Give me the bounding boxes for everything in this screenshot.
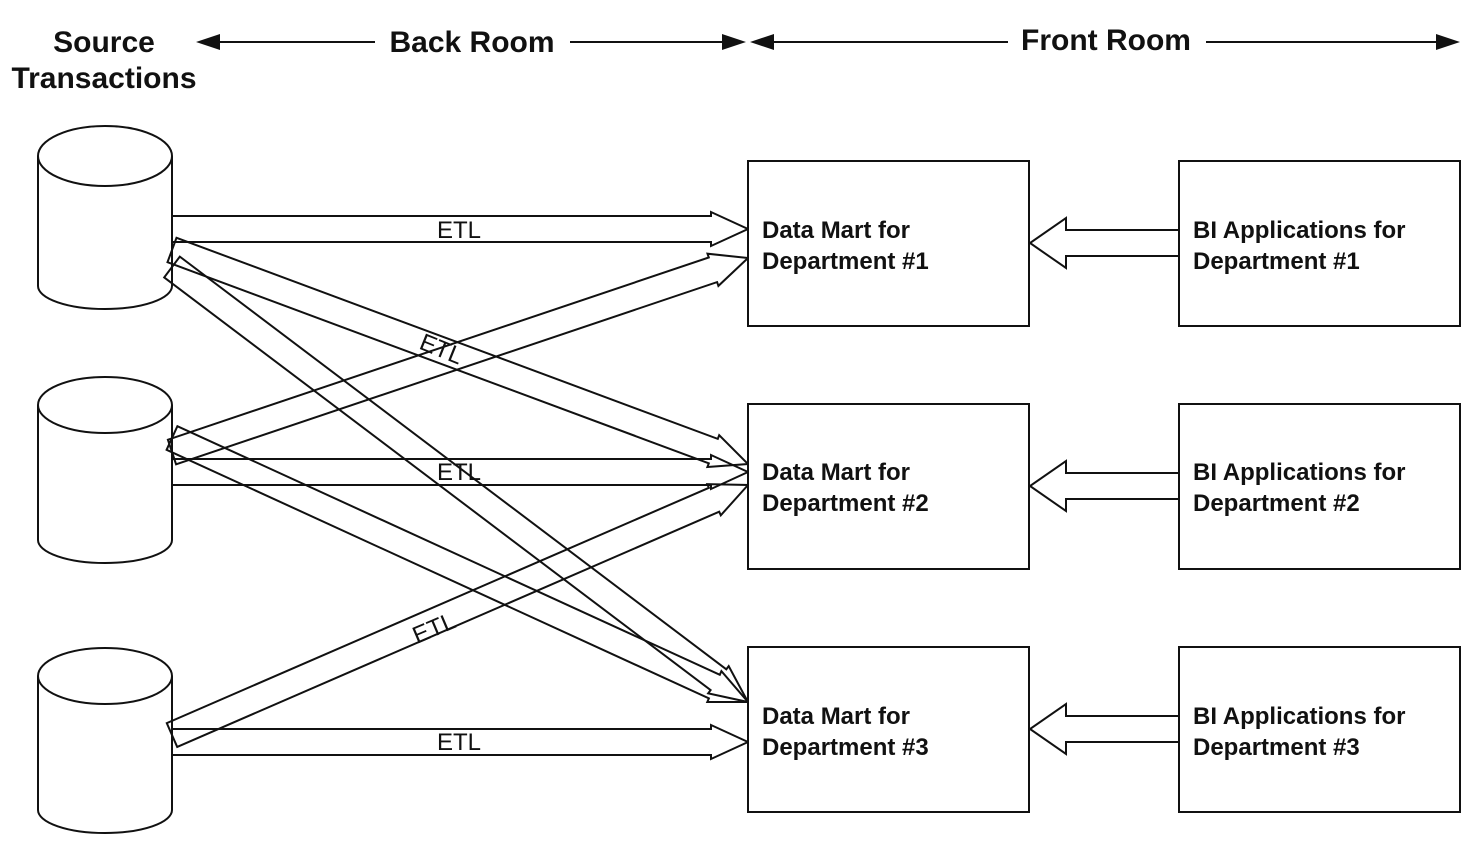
data-mart-box-1: Data Mart for Department #1 — [747, 160, 1030, 327]
etl-arrow-src1-mart2 — [166, 236, 751, 469]
bi-applications-box-3: BI Applications for Department #3 — [1178, 646, 1461, 813]
source-database-3-icon — [37, 647, 173, 834]
data-mart-3-line2: Department #3 — [762, 734, 929, 761]
bi-app-1-line2: Department #1 — [1193, 248, 1360, 275]
front-room-span-arrow — [750, 34, 1460, 50]
etl-arrow-src3-mart3 — [171, 723, 751, 761]
etl-label-1: ETL — [437, 217, 481, 244]
etl-arrow-src2-mart2 — [171, 453, 751, 491]
etl-arrows — [162, 210, 751, 761]
bi-app-2-line2: Department #2 — [1193, 490, 1360, 517]
etl-arrow-src1-mart1 — [171, 210, 751, 248]
bi-applications-box-1: BI Applications for Department #1 — [1178, 160, 1461, 327]
etl-label-2: ETL — [416, 329, 467, 371]
data-mart-2-line2: Department #2 — [762, 490, 929, 517]
source-database-2-icon — [37, 376, 173, 564]
bi-app-3-line1: BI Applications for — [1193, 703, 1405, 730]
bi-to-mart-arrow-3 — [1028, 702, 1180, 756]
bi-to-mart-arrow-2 — [1028, 459, 1180, 513]
data-mart-3-line1: Data Mart for — [762, 703, 910, 730]
etl-arrow-src1-mart3 — [162, 255, 750, 704]
header-front-room: Front Room — [1021, 24, 1191, 57]
etl-arrow-src3-mart2 — [165, 483, 751, 749]
bi-app-1-line1: BI Applications for — [1193, 217, 1405, 244]
data-mart-2-line1: Data Mart for — [762, 459, 910, 486]
header-source-line2: Transactions — [11, 62, 196, 95]
data-mart-box-2: Data Mart for Department #2 — [747, 403, 1030, 570]
etl-arrow-src2-mart3 — [165, 424, 751, 703]
header-source-line1: Source — [53, 26, 155, 59]
bi-applications-box-2: BI Applications for Department #2 — [1178, 403, 1461, 570]
etl-label-5: ETL — [437, 729, 481, 756]
bi-to-mart-arrow-1 — [1028, 216, 1180, 270]
header-back-room: Back Room — [389, 26, 554, 59]
data-mart-1-line2: Department #1 — [762, 248, 929, 275]
etl-label-3: ETL — [437, 459, 481, 486]
data-mart-box-3: Data Mart for Department #3 — [747, 646, 1030, 813]
back-room-span-arrow — [196, 34, 746, 50]
source-database-1-icon — [37, 125, 173, 310]
bi-app-2-line1: BI Applications for — [1193, 459, 1405, 486]
etl-arrow-src2-mart1 — [166, 252, 751, 466]
bi-app-3-line2: Department #3 — [1193, 734, 1360, 761]
data-mart-1-line1: Data Mart for — [762, 217, 910, 244]
